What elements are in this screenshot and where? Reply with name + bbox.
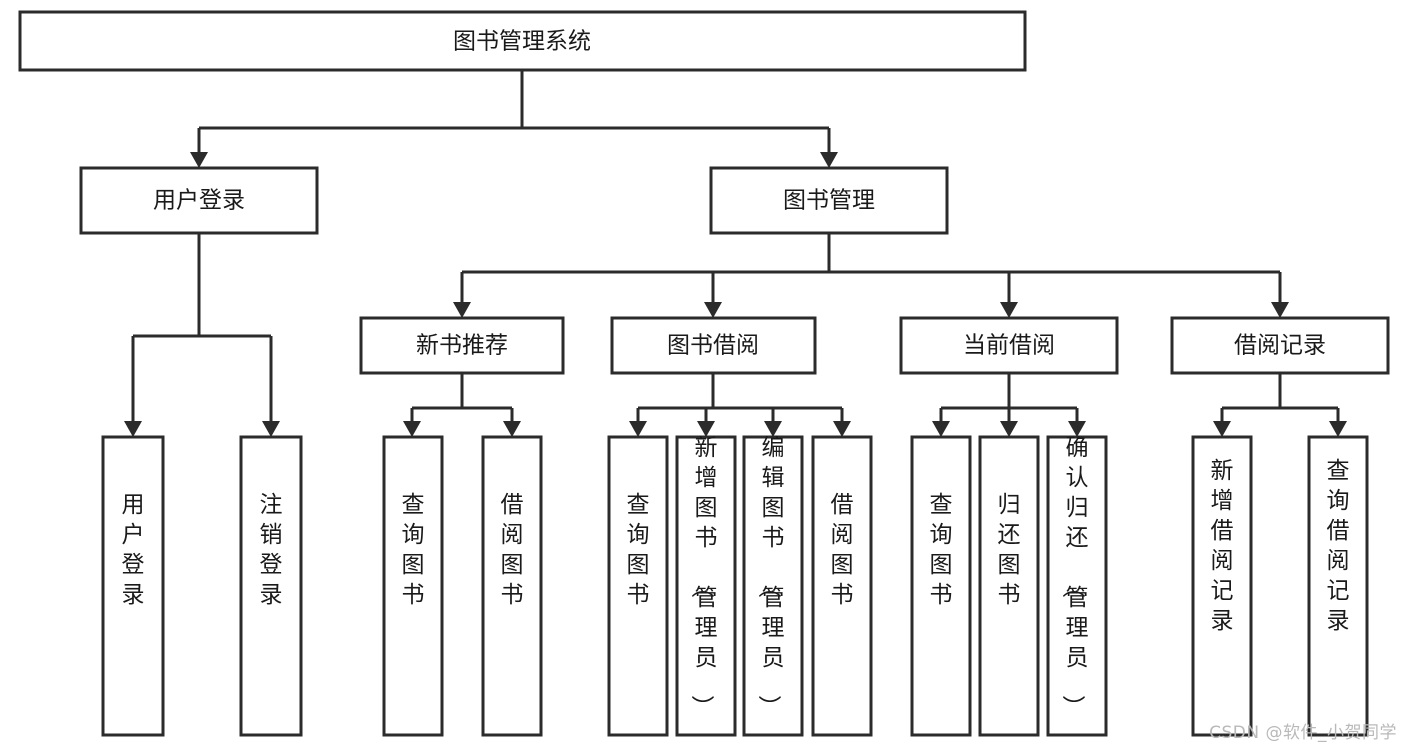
arrow-user-login-leaf-0: [124, 421, 142, 437]
node-box: [18, 10, 1027, 72]
connector-layer: [124, 70, 1347, 437]
arrow-new-book-leaf-0: [403, 421, 421, 437]
arrow-book-mgmt-to-borrow: [704, 302, 722, 318]
node-root-label: 图书管理系统: [453, 29, 591, 55]
leaf-new-book-recommend-0[interactable]: 查询图书: [382, 435, 444, 737]
leaf-current-borrow-1[interactable]: 归还图书: [978, 435, 1040, 737]
node-label: 借阅记录: [1234, 333, 1326, 359]
leaf-book-borrow-1[interactable]: 新增图书（管理员）: [675, 435, 737, 737]
node-label: 图书借阅: [667, 333, 759, 359]
node-box: [1191, 435, 1253, 737]
node-box: [610, 316, 817, 375]
node-box: [79, 166, 319, 235]
node-book-management[interactable]: 图书管理: [709, 166, 949, 235]
node-label: 新增图书（管理员）: [689, 435, 718, 718]
arrow-record-leaf-1: [1329, 421, 1347, 437]
node-label: 查询图书: [627, 492, 650, 608]
node-label: 归还图书: [998, 492, 1021, 608]
leaf-book-borrow-0[interactable]: 查询图书: [607, 435, 669, 737]
node-label: 注销登录: [260, 492, 283, 608]
node-label: 确认归还（管理员）: [1060, 435, 1089, 718]
arrow-book-mgmt-to-record: [1271, 302, 1289, 318]
node-box: [359, 316, 565, 375]
leaf-borrow-record-1[interactable]: 查询借阅记录: [1307, 435, 1369, 737]
leaf-user-login-1[interactable]: 注销登录: [239, 435, 303, 737]
arrow-new-book-leaf-1: [503, 421, 521, 437]
node-box: [481, 435, 543, 737]
leaf-book-borrow-3[interactable]: 借阅图书: [811, 435, 873, 737]
node-label: 查询图书: [402, 492, 425, 608]
node-label: 借阅图书: [501, 492, 524, 608]
arrow-borrow-leaf-2: [764, 421, 782, 437]
arrow-current-leaf-1: [1000, 421, 1018, 437]
node-box: [101, 435, 165, 737]
node-box: [978, 435, 1040, 737]
arrow-root-to-user-login: [190, 152, 208, 168]
node-box: [1046, 435, 1108, 737]
node-box: [239, 435, 303, 737]
node-new-book-recommend[interactable]: 新书推荐: [359, 316, 565, 375]
node-label: 新增借阅记录: [1211, 458, 1234, 634]
arrow-borrow-leaf-0: [629, 421, 647, 437]
node-label: 当前借阅: [963, 333, 1055, 359]
node-box: [899, 316, 1119, 375]
arrow-user-login-leaf-1: [262, 421, 280, 437]
arrow-book-mgmt-to-new-book: [453, 302, 471, 318]
node-box: [811, 435, 873, 737]
csdn-watermark: CSDN @软件_小贺同学: [1209, 723, 1397, 743]
arrow-current-leaf-0: [932, 421, 950, 437]
node-label: 用户登录: [122, 492, 145, 608]
node-box: [742, 435, 804, 737]
node-user-login[interactable]: 用户登录: [79, 166, 319, 235]
node-root-book-management-system[interactable]: 图书管理系统: [18, 10, 1027, 72]
arrow-borrow-leaf-1: [697, 421, 715, 437]
node-label: 查询借阅记录: [1327, 458, 1350, 634]
node-current-borrow[interactable]: 当前借阅: [899, 316, 1119, 375]
node-box: [910, 435, 972, 737]
node-label: 编辑图书（管理员）: [756, 435, 785, 718]
node-box: [607, 435, 669, 737]
node-box: [382, 435, 444, 737]
node-label: 图书管理: [783, 188, 875, 214]
node-book-borrow[interactable]: 图书借阅: [610, 316, 817, 375]
node-label: 借阅图书: [831, 492, 854, 608]
leaf-current-borrow-2[interactable]: 确认归还（管理员）: [1046, 435, 1108, 737]
node-box: [1307, 435, 1369, 737]
arrow-book-mgmt-to-current: [1000, 302, 1018, 318]
leaf-user-login-0[interactable]: 用户登录: [101, 435, 165, 737]
node-box: [1170, 316, 1390, 375]
node-label: 新书推荐: [416, 333, 508, 359]
arrow-current-leaf-2: [1068, 421, 1086, 437]
leaf-current-borrow-0[interactable]: 查询图书: [910, 435, 972, 737]
arrow-record-leaf-0: [1213, 421, 1231, 437]
node-box: [709, 166, 949, 235]
arrow-root-to-book-mgmt: [820, 152, 838, 168]
leaf-new-book-recommend-1[interactable]: 借阅图书: [481, 435, 543, 737]
leaf-borrow-record-0[interactable]: 新增借阅记录: [1191, 435, 1253, 737]
node-label: 用户登录: [153, 188, 245, 214]
arrow-borrow-leaf-3: [833, 421, 851, 437]
node-box: [675, 435, 737, 737]
leaf-book-borrow-2[interactable]: 编辑图书（管理员）: [742, 435, 804, 737]
node-label: 查询图书: [930, 492, 953, 608]
node-borrow-record[interactable]: 借阅记录: [1170, 316, 1390, 375]
